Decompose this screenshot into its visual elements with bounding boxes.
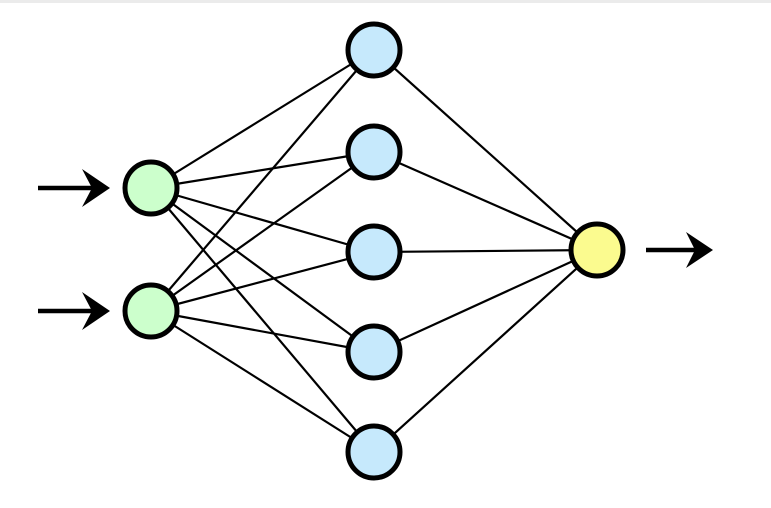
edge-i1-h3: [150, 186, 375, 254]
layer-hidden-layer: [345, 21, 403, 481]
edge-h3-o1: [373, 248, 598, 254]
input-arrow-bottom-head: [82, 292, 110, 330]
edge-i1-h1: [150, 49, 375, 189]
node-h1[interactable]: [345, 21, 403, 79]
edges-group: [150, 49, 598, 453]
edge-h2-o1: [373, 150, 598, 252]
edge-i1-h4: [150, 187, 375, 353]
edge-i2-h5: [150, 310, 375, 453]
node-h3[interactable]: [345, 223, 403, 281]
edge-h4-o1: [373, 248, 598, 354]
input-arrow-top-head: [82, 169, 110, 207]
edge-i2-h3: [150, 250, 375, 313]
top-divider-band: [0, 0, 771, 3]
edge-i1-h5: [150, 187, 375, 453]
output-arrow-head: [686, 232, 713, 268]
node-h2[interactable]: [345, 123, 403, 181]
edge-h1-o1: [373, 49, 598, 251]
nodes-group: [122, 21, 626, 481]
edge-i2-h4: [150, 309, 375, 354]
node-h5[interactable]: [345, 423, 403, 481]
edge-i1-h2: [150, 150, 375, 190]
layer-output-layer: [568, 221, 626, 279]
node-o1[interactable]: [568, 221, 626, 279]
layer-input-layer: [122, 159, 180, 340]
node-h4[interactable]: [345, 323, 403, 381]
edge-h5-o1: [373, 249, 598, 453]
node-i1[interactable]: [122, 159, 180, 217]
edge-i2-h2: [150, 151, 375, 312]
node-i2[interactable]: [122, 282, 180, 340]
io-arrows-group: [38, 169, 713, 330]
edge-i2-h1: [150, 49, 375, 312]
